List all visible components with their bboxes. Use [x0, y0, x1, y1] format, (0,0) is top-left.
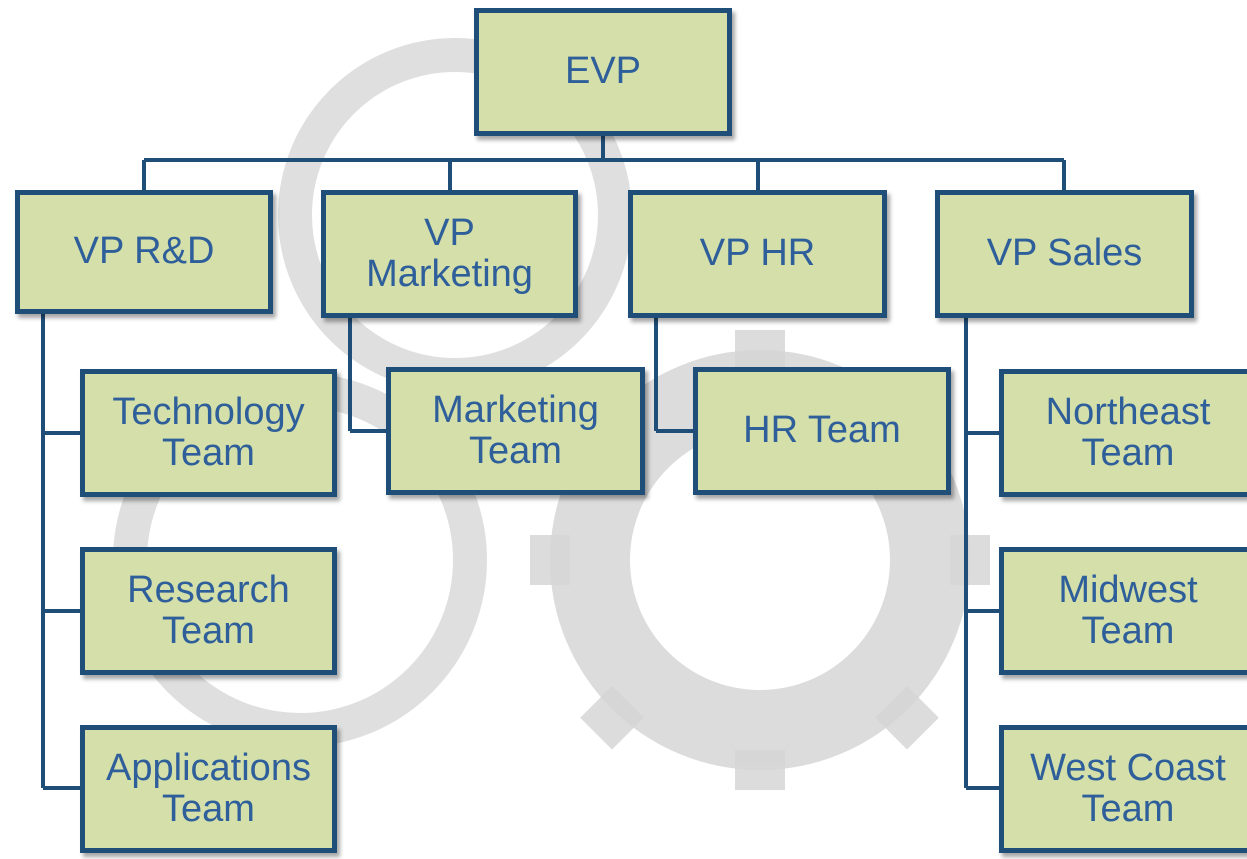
node-vp-marketing-label: VP Marketing — [366, 211, 533, 295]
node-westcoast-team: West Coast Team — [999, 725, 1247, 853]
node-hr-team-label: HR Team — [743, 409, 901, 452]
node-technology-team: Technology Team — [80, 369, 337, 497]
node-technology-team-label: Technology Team — [112, 390, 305, 474]
node-research-team: Research Team — [80, 547, 337, 675]
node-westcoast-team-label: West Coast Team — [1030, 746, 1226, 830]
node-applications-team: Applications Team — [80, 725, 337, 853]
node-midwest-team: Midwest Team — [999, 547, 1247, 675]
node-northeast-team-label: Northeast Team — [1045, 390, 1211, 474]
node-northeast-team: Northeast Team — [999, 369, 1247, 497]
node-applications-team-label: Applications Team — [106, 746, 311, 830]
node-marketing-team: Marketing Team — [386, 367, 645, 495]
node-research-team-label: Research Team — [127, 568, 290, 652]
node-evp-label: EVP — [564, 50, 642, 93]
node-evp: EVP — [474, 8, 732, 136]
node-vp-rnd-label: VP R&D — [73, 230, 215, 273]
node-vp-sales-label: VP Sales — [986, 232, 1143, 275]
node-hr-team: HR Team — [693, 367, 951, 495]
node-vp-rnd: VP R&D — [15, 190, 273, 314]
node-vp-marketing: VP Marketing — [321, 190, 578, 318]
node-marketing-team-label: Marketing Team — [432, 388, 599, 472]
node-vp-sales: VP Sales — [935, 190, 1194, 318]
node-vp-hr-label: VP HR — [699, 232, 816, 275]
node-midwest-team-label: Midwest Team — [1058, 568, 1198, 652]
node-vp-hr: VP HR — [628, 190, 887, 318]
